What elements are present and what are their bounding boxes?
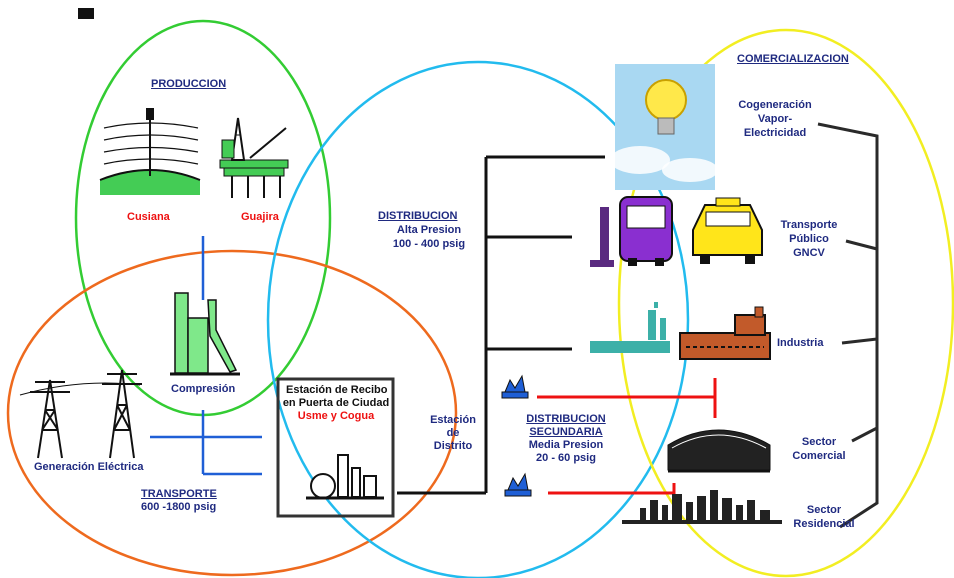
transport-circle [6, 249, 458, 577]
cogeneracion-line1: Cogeneración [738, 99, 812, 111]
media-presion-range: 20 - 60 psig [536, 452, 596, 464]
generacion-label: Generación Eléctrica [34, 461, 144, 473]
gas-plant-icon [276, 377, 395, 518]
sector-residencial-line1: Sector [806, 504, 842, 516]
estacion-recibo-line2: en Puerta de Ciudad [282, 397, 390, 409]
commercial-circle [617, 28, 954, 578]
dist-secundaria-line2: SECUNDARIA [529, 426, 603, 438]
gas-pump-icon [590, 207, 614, 267]
guajira-label: Guajira [241, 211, 279, 223]
distribution-trunk [397, 155, 605, 495]
estacion-recibo-line1: Estación de Recibo [286, 384, 388, 396]
estacion-distrito-line3: Distrito [433, 440, 473, 452]
water-tank-icon [590, 302, 670, 353]
comercializacion-title: COMERCIALIZACION [737, 53, 849, 65]
valve-icon [501, 374, 532, 497]
drilling-field-icon [99, 108, 201, 195]
cogeneracion-line3: Electricidad [743, 127, 807, 139]
cusiana-label: Cusiana [127, 211, 170, 223]
cogeneracion-line2: Vapor- [757, 113, 793, 125]
estacion-distrito-line1: Estación [430, 414, 476, 426]
sector-comercial-line1: Sector [801, 436, 837, 448]
distribution-circle [266, 60, 690, 578]
sector-comercial-line2: Comercial [792, 450, 846, 462]
usme-cogua-label: Usme y Cogua [297, 410, 375, 422]
dist-secundaria-line1: DISTRIBUCION [526, 413, 606, 425]
factory-icon [679, 306, 771, 360]
alta-presion-range: 100 - 400 psig [392, 238, 466, 250]
taxi-icon [692, 197, 763, 264]
estacion-distrito-line2: de [446, 427, 460, 439]
distribucion-title: DISTRIBUCION [378, 210, 458, 222]
power-tower-icon [19, 369, 142, 459]
transporte-publico-line3: GNCV [793, 247, 825, 259]
light-bulb-icon [610, 64, 718, 190]
compresion-label: Compresión [171, 383, 236, 395]
commercial-bracket [817, 122, 879, 529]
industria-label: Industria [777, 337, 824, 349]
transporte-title: TRANSPORTE [141, 488, 217, 500]
sector-residencial-line2: Residencial [793, 518, 855, 530]
produccion-title: PRODUCCION [151, 78, 227, 90]
stadium-icon [667, 429, 771, 473]
transporte-publico-line1: Transporte [780, 219, 838, 231]
bus-icon [619, 196, 673, 266]
offshore-platform-icon [219, 117, 289, 198]
compressor-icon [170, 292, 240, 376]
transporte-range: 600 -1800 psig [141, 501, 217, 513]
media-presion-label: Media Presion [528, 439, 604, 451]
city-skyline-icon [622, 490, 782, 524]
transporte-publico-line2: Público [789, 233, 829, 245]
corner-mark [78, 8, 94, 19]
alta-presion-label: Alta Presion [396, 224, 462, 236]
